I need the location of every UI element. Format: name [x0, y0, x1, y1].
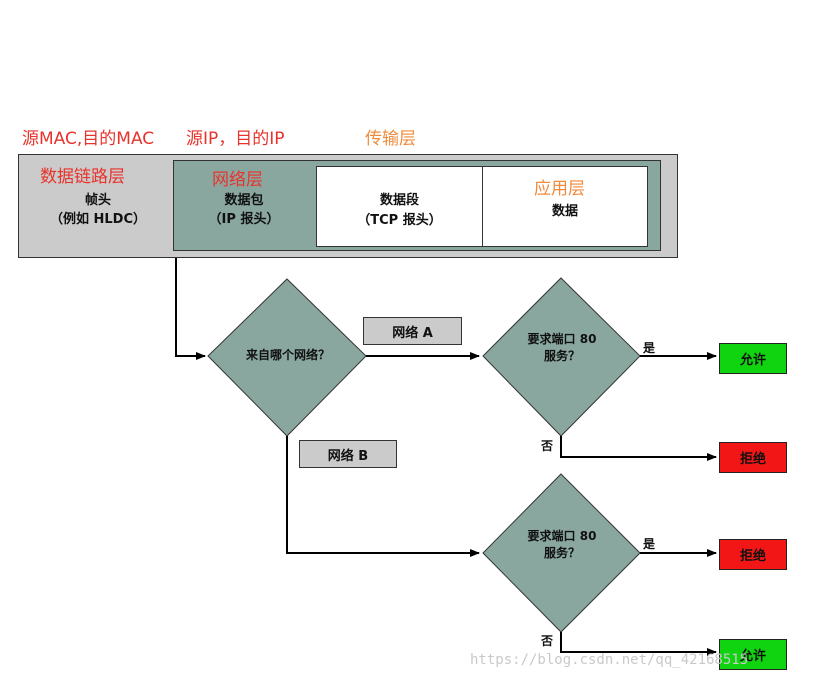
port-question-b-line2: 服务？ [543, 546, 580, 560]
yes-label-b: 是 [643, 537, 656, 551]
no-label-b: 否 [541, 634, 554, 648]
connector-b-no [560, 632, 717, 656]
port-question-a-line1: 要求端口 80 [527, 332, 597, 346]
data-label: 数据 [551, 204, 578, 219]
port-question-b-line1: 要求端口 80 [527, 529, 597, 543]
connector-a-no [560, 436, 717, 461]
datalink-layer-title: 数据链路层 [40, 167, 125, 187]
frame-header-example: （例如 HLDC） [49, 212, 147, 227]
yes-label-a: 是 [643, 341, 656, 355]
src-dst-ip-label: 源IP，目的IP [186, 129, 285, 149]
transport-layer-label: 传输层 [365, 129, 416, 149]
network-layer-title: 网络层 [212, 170, 263, 190]
deny-box-a: 拒绝 [719, 442, 787, 473]
network-a-tag: 网络 A [363, 317, 462, 345]
no-label-a: 否 [541, 439, 554, 453]
application-layer-title: 应用层 [534, 179, 585, 199]
deny-box-b: 拒绝 [719, 539, 787, 570]
tcp-header-label: （TCP 报头） [357, 213, 442, 228]
ip-header-label: （IP 报头） [208, 212, 280, 227]
frame-header-label: 帧头 [84, 193, 111, 208]
data-box [482, 166, 648, 247]
network-question-text: 来自哪个网络？ [245, 348, 330, 362]
connector-network-b [286, 436, 480, 557]
ip-packet-label: 数据包 [224, 193, 264, 208]
network-b-tag: 网络 B [299, 440, 397, 468]
segment-label: 数据段 [379, 193, 419, 208]
segment-box [316, 166, 483, 247]
port-question-a-line2: 服务？ [543, 349, 580, 363]
connector-packet-to-question [175, 258, 206, 360]
permit-box-a: 允许 [719, 343, 787, 374]
src-dst-mac-label: 源MAC,目的MAC [22, 129, 155, 149]
watermark-text: https://blog.csdn.net/qq_42168515 [470, 652, 749, 668]
permit-box-b: 允许 [719, 639, 787, 670]
